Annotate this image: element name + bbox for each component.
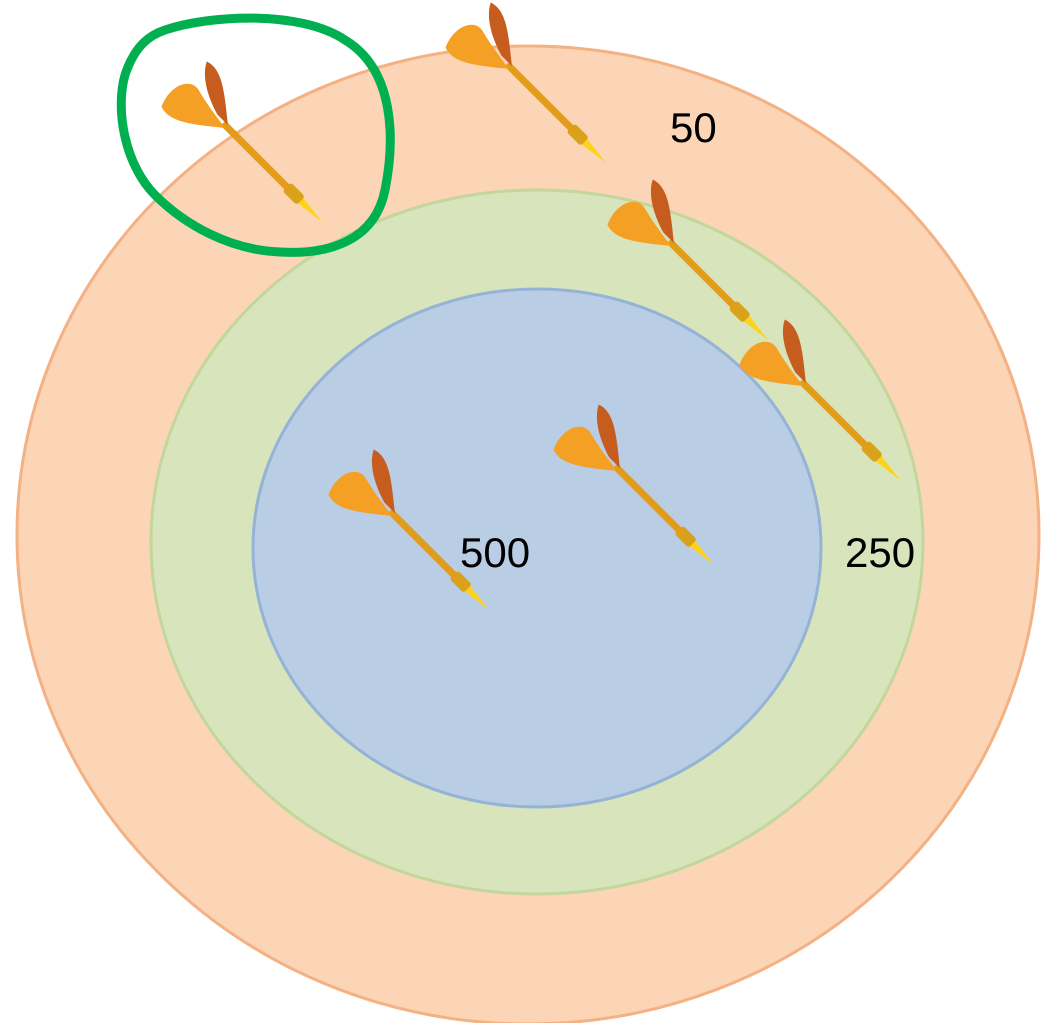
highlight-circle (116, 13, 395, 257)
outer-ring-points-label: 50 (670, 104, 717, 151)
middle-ring-points-label: 250 (845, 529, 915, 576)
inner-ring-500 (251, 287, 823, 809)
inner-ring-points-label: 500 (460, 529, 530, 576)
